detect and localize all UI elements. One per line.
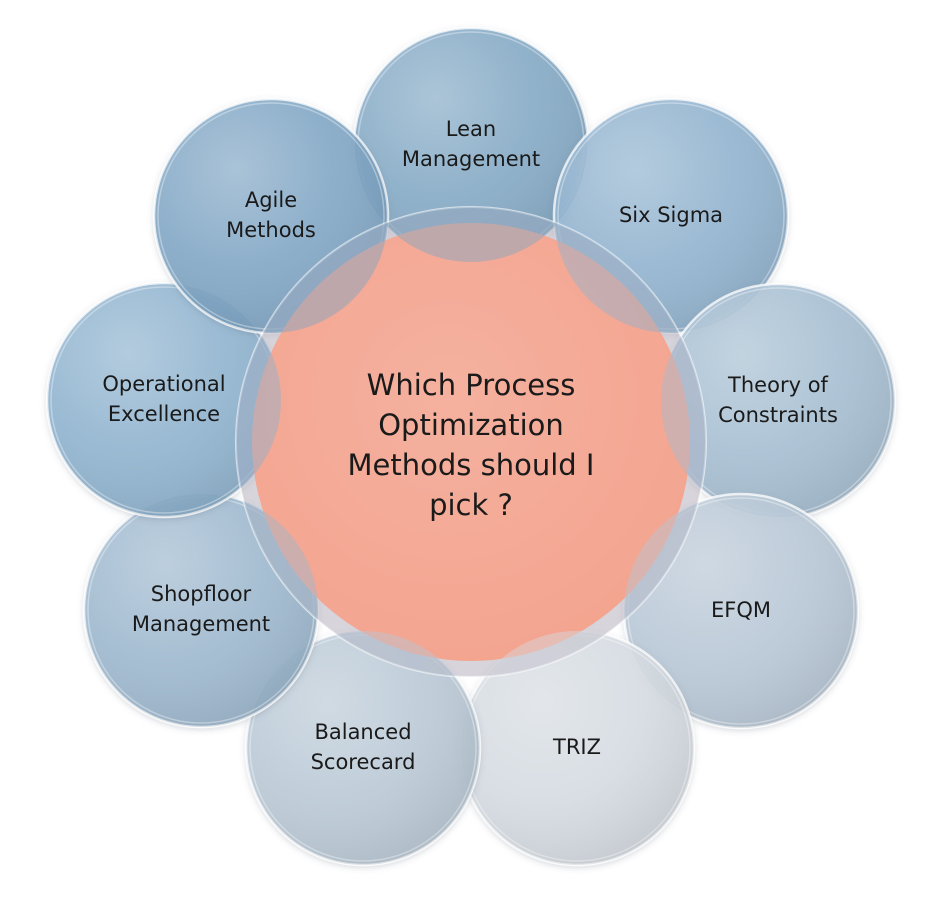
node-shine-efqm	[624, 494, 858, 728]
node-label-agile-methods-line-2: Methods	[226, 218, 316, 242]
node-label-shopfloor-management-line-1: Shopfloor	[151, 582, 252, 606]
center-label-line-4: pick ?	[429, 488, 513, 522]
node-shine-balanced-scorecard	[246, 631, 480, 865]
node-shine-theory-of-constraints	[661, 284, 895, 518]
node-shine-shopfloor-management	[84, 493, 318, 727]
node-label-balanced-scorecard-line-2: Scorecard	[311, 750, 416, 774]
node-label-agile-methods-line-1: Agile	[245, 188, 297, 212]
center-label-line-3: Methods should I	[348, 448, 595, 482]
node-shine-lean-management	[354, 28, 588, 262]
node-shopfloor-management	[82, 491, 320, 729]
center-label-line-1: Which Process	[367, 368, 576, 402]
node-label-operational-excellence-line-2: Excellence	[108, 402, 220, 426]
node-shine-operational-excellence	[47, 283, 281, 517]
node-label-six-sigma-line-1: Six Sigma	[619, 203, 723, 227]
node-label-operational-excellence-line-1: Operational	[102, 372, 225, 396]
center-node	[235, 206, 707, 678]
node-label-theory-of-constraints-line-1: Theory of	[727, 373, 828, 397]
node-label-theory-of-constraints-line-2: Constraints	[718, 403, 838, 427]
node-label-lean-management-line-2: Management	[402, 147, 540, 171]
node-label-efqm-line-1: EFQM	[711, 598, 771, 622]
node-balanced-scorecard	[244, 629, 482, 867]
node-shine-triz	[460, 631, 694, 865]
center-label-line-2: Optimization	[378, 408, 564, 442]
node-label-balanced-scorecard-line-1: Balanced	[314, 720, 411, 744]
node-label-triz-line-1: TRIZ	[552, 735, 601, 759]
node-label-lean-management-line-1: Lean	[446, 117, 496, 141]
node-label-shopfloor-management-line-2: Management	[132, 612, 270, 636]
center-shine	[252, 223, 690, 661]
node-triz	[458, 629, 696, 867]
node-operational-excellence	[45, 281, 283, 519]
